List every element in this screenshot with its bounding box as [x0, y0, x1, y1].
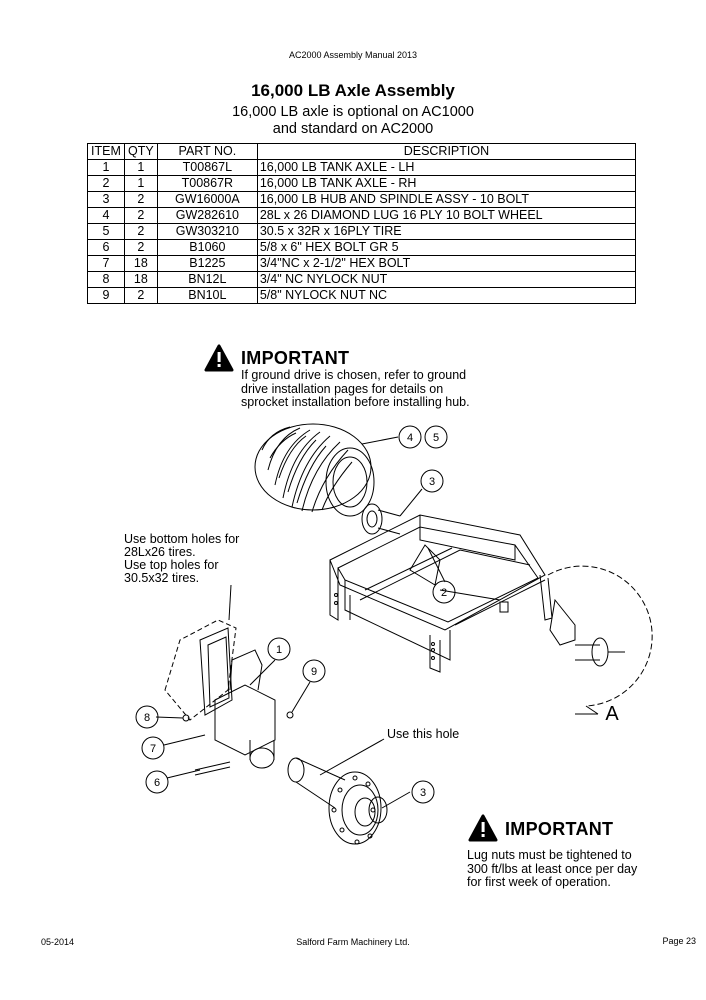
callout-3: 3 — [429, 476, 435, 488]
page-title: 16,000 LB Axle Assembly — [251, 81, 455, 100]
subtitle-line: and standard on AC2000 — [272, 121, 434, 137]
callout-4: 4 — [407, 432, 413, 444]
callout-circles — [135, 425, 456, 804]
page-number: Page 23 — [662, 936, 696, 946]
important-text: If ground drive is chosen, refer to grou… — [241, 368, 470, 410]
cell-part-no: B1225 — [156, 255, 258, 272]
important-line: Lug nuts must be tightened to — [467, 848, 632, 862]
cell-part-no: B1060 — [156, 239, 258, 256]
cell-description: 5/8" NYLOCK NUT NC — [256, 287, 637, 304]
axle-bracket-illustration — [164, 619, 294, 776]
important-line: 300 ft/lbs at least once per day — [467, 861, 638, 876]
detail-label: A — [605, 703, 619, 725]
hole-note: Use bottom holes for 28Lx26 tires. Use t… — [124, 533, 239, 585]
callout-8: 8 — [144, 712, 150, 724]
tire-illustration — [254, 423, 375, 517]
detail-circle — [547, 565, 653, 715]
callout-3: 3 — [420, 787, 426, 799]
warning-icon — [204, 344, 234, 372]
important-heading: IMPORTANT — [241, 348, 350, 368]
hub-small — [361, 503, 401, 535]
hole-note-line: 28Lx26 tires. — [124, 545, 196, 559]
important-line: drive installation pages for details on — [241, 381, 444, 396]
important-text: Lug nuts must be tightened to 300 ft/lbs… — [467, 848, 638, 890]
page-subtitle: 16,000 LB axle is optional on AC1000 and… — [0, 104, 706, 138]
page-header: AC2000 Assembly Manual 2013 — [288, 50, 418, 60]
callout-2: 2 — [441, 587, 447, 599]
cell-part-no: GW16000A — [156, 191, 258, 208]
footer-company: Salford Farm Machinery Ltd. — [296, 937, 410, 947]
cell-part-no: BN10L — [156, 287, 258, 304]
cell-description: 5/8 x 6" HEX BOLT GR 5 — [256, 239, 637, 256]
cell-part-no: T00867L — [156, 159, 258, 176]
cell-qty: 18 — [123, 271, 158, 288]
callout-6: 6 — [154, 777, 160, 789]
hole-note-line: Use top holes for — [124, 558, 219, 572]
important-heading: IMPORTANT — [505, 819, 614, 839]
hole-note-line: Use bottom holes for — [124, 532, 240, 546]
frame-illustration — [329, 514, 553, 673]
leader-lines — [155, 436, 446, 809]
cell-part-no: GW282610 — [156, 207, 258, 224]
callout-1: 1 — [276, 644, 282, 656]
spindle-hub-illustration — [287, 757, 388, 845]
hole-note-line: 30.5x32 tires. — [124, 571, 200, 585]
use-this-hole-note: Use this hole — [387, 727, 460, 741]
important-line: for first week of operation. — [467, 875, 611, 889]
subtitle-line: 16,000 LB axle is optional on AC1000 — [232, 104, 474, 120]
col-header-qty: QTY — [123, 143, 158, 160]
callout-9: 9 — [311, 666, 317, 678]
cell-description: 3/4"NC x 2-1/2" HEX BOLT — [256, 255, 637, 272]
callout-7: 7 — [150, 743, 156, 755]
footer-date: 05-2014 — [41, 937, 75, 947]
important-line: sprocket installation before installing … — [241, 395, 470, 409]
callout-5: 5 — [433, 432, 439, 444]
warning-icon — [468, 814, 498, 842]
cell-description: 16,000 LB TANK AXLE - LH — [256, 159, 637, 176]
important-line: If ground drive is chosen, refer to grou… — [241, 368, 467, 382]
